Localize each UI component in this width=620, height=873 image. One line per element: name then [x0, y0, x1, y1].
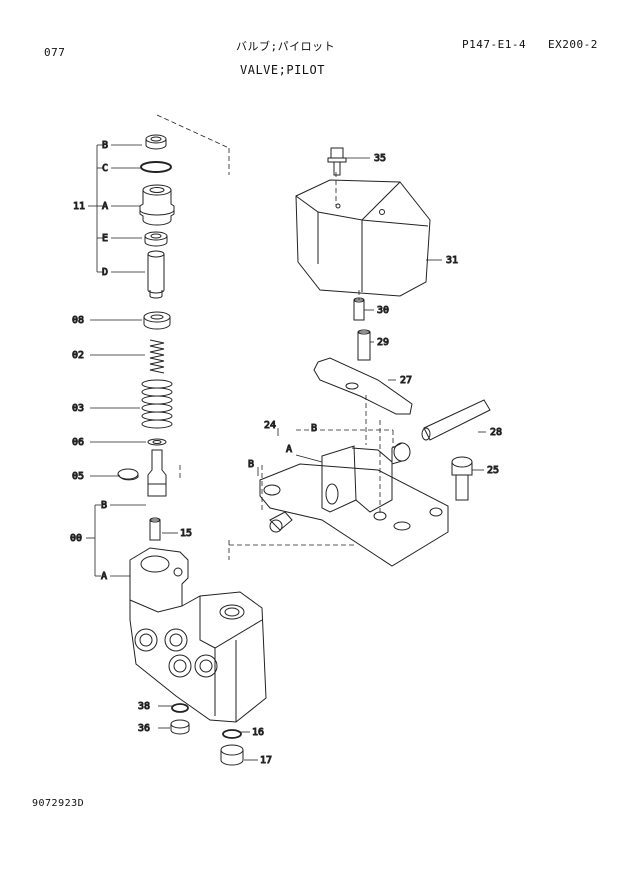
callout-25: 25: [487, 465, 499, 476]
part-15-pin: [149, 517, 161, 541]
callout-35: 35: [374, 153, 386, 164]
part-03-spring: [141, 379, 173, 429]
callout-B2: B: [101, 500, 107, 511]
part-27-lever-plate: [313, 357, 413, 415]
callout-02: 02: [72, 350, 84, 361]
callout-A2: A: [101, 571, 107, 582]
callout-03: 03: [72, 403, 84, 414]
callout-15: 15: [180, 528, 192, 539]
part-38-o-ring: [171, 703, 189, 713]
callout-C: C: [102, 163, 108, 174]
callout-30: 30: [377, 305, 389, 316]
part-31-cover: [295, 179, 442, 297]
part-36-plug: [170, 719, 190, 735]
title-japanese: バルブ;パイロット: [236, 40, 336, 53]
title-english: VALVE;PILOT: [240, 63, 325, 77]
part-28-shaft: [421, 399, 491, 441]
callout-06: 06: [72, 437, 84, 448]
part-30-pin: [353, 297, 374, 321]
left-leader-lines: [86, 144, 258, 761]
callout-08: 08: [72, 315, 84, 326]
model-number: EX200-2: [548, 38, 598, 51]
reference-code: P147-E1-4: [462, 38, 527, 51]
part-17-plug: [220, 744, 244, 766]
callout-B3: B: [311, 423, 317, 434]
drawing-number: 9072923D: [32, 798, 85, 809]
part-16-o-ring: [222, 729, 242, 739]
page-code: 077: [44, 46, 66, 59]
part-11-A-bushing: [139, 184, 175, 226]
callout-36: 36: [138, 723, 150, 734]
part-24-base-plate: [257, 428, 449, 567]
callout-labels: B C 11 A E D 08 02 03 06 05 B 15 00 A 38…: [70, 140, 503, 767]
callout-05: 05: [72, 471, 84, 482]
part-11-D-pin: [147, 250, 165, 299]
part-06-washer: [147, 438, 167, 446]
callout-27: 27: [400, 375, 412, 386]
part-11-E-washer: [144, 231, 168, 247]
callout-16: 16: [252, 727, 264, 738]
part-35-screw: [327, 147, 370, 176]
callout-B1: B: [102, 140, 108, 151]
part-sleeve-bushing: [391, 442, 411, 465]
part-11-C-o-ring: [140, 161, 172, 173]
callout-17: 17: [260, 755, 272, 766]
callout-A3: A: [286, 444, 292, 455]
callout-24: 24: [264, 420, 276, 431]
callout-00: 00: [70, 533, 82, 544]
callout-11: 11: [73, 201, 85, 212]
callout-A1: A: [102, 201, 108, 212]
part-08-retainer: [143, 311, 171, 330]
callout-38: 38: [138, 701, 150, 712]
alignment-dashed-lines: [156, 114, 394, 560]
callout-31: 31: [446, 255, 458, 266]
part-11-B-washer: [145, 134, 167, 150]
part-02-spring: [149, 339, 165, 374]
callout-B4: B: [248, 459, 254, 470]
part-29-pin: [357, 329, 374, 361]
callout-28: 28: [490, 427, 502, 438]
callout-E: E: [102, 233, 108, 244]
callout-D: D: [102, 267, 108, 278]
valve-body-casing: [129, 547, 267, 723]
callout-29: 29: [377, 337, 389, 348]
part-25-bolt: [451, 456, 484, 501]
part-05-plate: [117, 468, 139, 481]
part-spool-plunger: [147, 449, 167, 497]
